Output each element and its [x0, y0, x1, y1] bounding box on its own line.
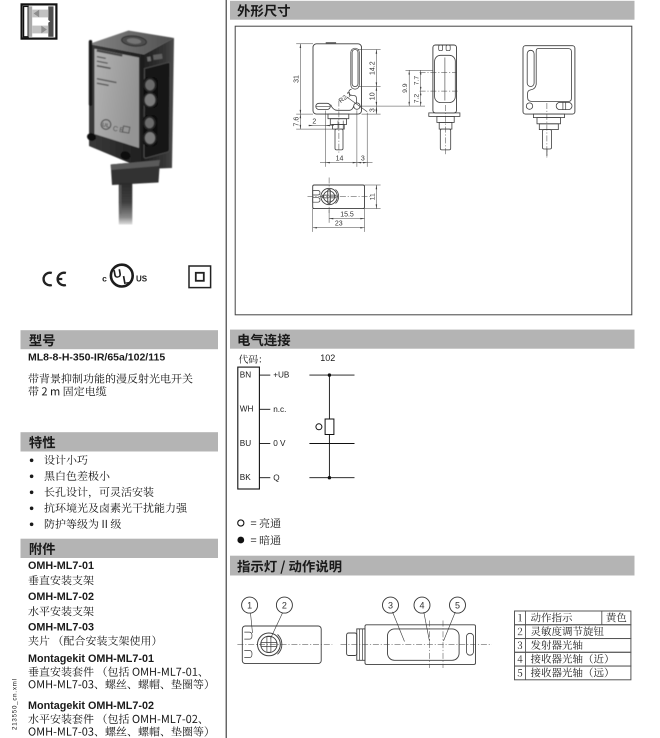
svg-text:BN: BN	[240, 371, 251, 380]
svg-text:5: 5	[455, 600, 460, 610]
svg-text:U: U	[112, 268, 122, 281]
svg-text:3: 3	[388, 600, 393, 610]
svg-text:213550_cn.xml: 213550_cn.xml	[12, 678, 19, 730]
svg-text:3: 3	[369, 108, 376, 112]
svg-text:Montagekit OMH-ML7-02: Montagekit OMH-ML7-02	[28, 700, 154, 712]
svg-text:7.7: 7.7	[414, 76, 421, 86]
svg-text:BK: BK	[240, 473, 251, 482]
svg-text:UL: UL	[102, 122, 111, 129]
svg-text:9.9: 9.9	[402, 83, 409, 93]
svg-text:Montagekit OMH-ML7-01: Montagekit OMH-ML7-01	[28, 653, 154, 665]
svg-text:7.6: 7.6	[293, 117, 300, 127]
svg-text:OMH-ML7-01: OMH-ML7-01	[28, 560, 94, 572]
svg-text:Q: Q	[273, 473, 279, 482]
svg-text:11: 11	[370, 193, 377, 200]
svg-text:n.c.: n.c.	[273, 405, 286, 414]
svg-text:WH: WH	[240, 405, 254, 414]
svg-text:L: L	[122, 274, 131, 287]
svg-text:14.2: 14.2	[369, 61, 376, 75]
svg-text:1: 1	[247, 600, 252, 610]
svg-text:15.5: 15.5	[340, 211, 354, 218]
svg-text:ML8-8-H-350-IR/65a/102/115: ML8-8-H-350-IR/65a/102/115	[28, 352, 165, 364]
svg-text:BU: BU	[240, 439, 251, 448]
svg-text:c: c	[102, 274, 107, 284]
svg-text:C E: C E	[112, 126, 125, 135]
svg-text:31: 31	[293, 75, 300, 83]
svg-text:10: 10	[369, 92, 376, 100]
svg-text:7.2: 7.2	[414, 94, 421, 104]
svg-text:2: 2	[312, 119, 316, 126]
svg-text:3: 3	[361, 156, 365, 163]
svg-text:+UB: +UB	[273, 371, 290, 380]
svg-text:US: US	[136, 275, 148, 284]
svg-text:102: 102	[320, 353, 335, 363]
svg-text:2: 2	[282, 600, 287, 610]
svg-text:14: 14	[336, 156, 344, 163]
svg-text:23: 23	[335, 220, 343, 227]
svg-text:0 V: 0 V	[273, 439, 286, 448]
svg-text:OMH-ML7-03: OMH-ML7-03	[28, 622, 94, 634]
svg-text:OMH-ML7-02: OMH-ML7-02	[28, 591, 94, 603]
svg-text:4: 4	[419, 600, 424, 610]
